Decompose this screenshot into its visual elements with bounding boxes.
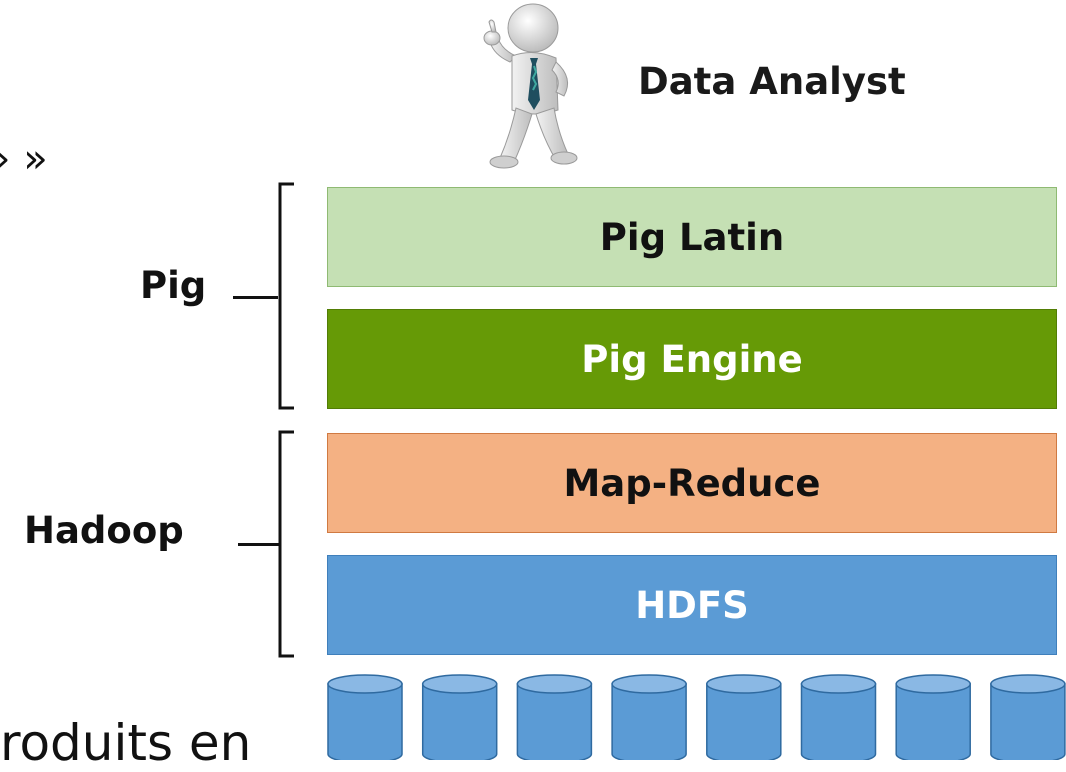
database-cylinder-icon [800,674,877,760]
layer-hdfs: HDFS [327,555,1057,655]
database-cylinder-icon [706,674,782,760]
cutoff-text-bottom: roduits en [0,714,252,772]
pig-bracket [278,182,294,410]
database-cylinder-icon [421,674,498,760]
database-cylinder-icon [611,674,687,760]
hadoop-group-label: Hadoop [24,509,184,552]
database-cylinder-icon [327,674,403,760]
pig-group-label: Pig [140,264,207,307]
data-analyst-label: Data Analyst [638,60,906,103]
hadoop-bracket [278,430,294,658]
layer-map-reduce: Map-Reduce [327,433,1057,533]
cutoff-text-top: » » [0,136,48,182]
layer-pig-engine: Pig Engine [327,309,1057,409]
pig-connector-line [233,296,278,299]
database-cylinder-icon [895,674,971,760]
database-cylinder-icon [516,674,593,760]
database-cylinder-icon [990,674,1066,760]
hadoop-connector-line [238,543,280,546]
businessman-thumbs-up-icon [483,3,578,169]
layer-pig-latin: Pig Latin [327,187,1057,287]
storage-row [327,674,1066,760]
